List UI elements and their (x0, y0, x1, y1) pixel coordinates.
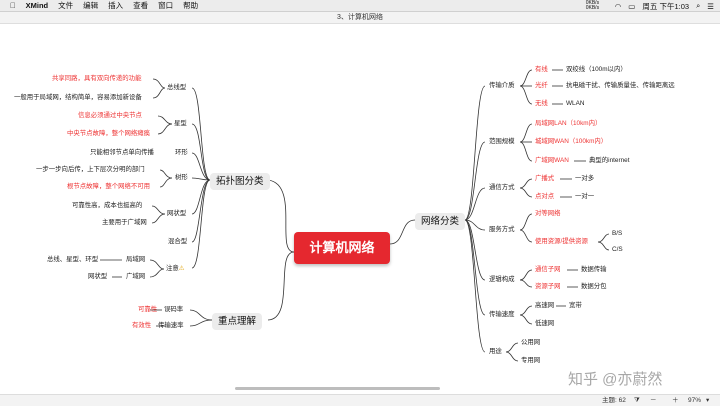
menubar:  XMind 文件 编辑 插入 查看 窗口 帮助 0KB/s 0KB/s ◠ … (0, 0, 720, 12)
menu-edit[interactable]: 编辑 (77, 0, 98, 10)
topic-network-classification[interactable]: 网络分类 (415, 213, 466, 230)
filter-icon[interactable]: ⧩ (634, 397, 640, 404)
horizontal-scrollbar[interactable] (235, 387, 440, 390)
zoom-out-icon[interactable]: － (650, 397, 657, 404)
leaf-tree-b[interactable]: 根节点故障，整个网络不可用 (67, 183, 151, 190)
leaf-high2[interactable]: 宽带 (569, 302, 582, 309)
leaf-mesh-b[interactable]: 主要用于广域网 (102, 219, 147, 226)
leaf-star-a[interactable]: 信息必须通过中央节点 (78, 112, 142, 119)
leaf-transfer-rate[interactable]: 传输速率 (158, 322, 184, 329)
leaf-note-a2[interactable]: 局域网 (126, 256, 146, 263)
subtopic-bus[interactable]: 总线型 (167, 84, 187, 91)
subtopic-service[interactable]: 服务方式 (489, 226, 515, 233)
subtopic-tree[interactable]: 树形 (175, 174, 188, 181)
zoom-in-icon[interactable]: ＋ (672, 397, 679, 404)
leaf-bs[interactable]: B/S (612, 230, 623, 237)
battery-icon[interactable]: ▭ (628, 1, 636, 11)
leaf-fiber2[interactable]: 抗电磁干扰、传输质量佳、传输距离远 (566, 82, 675, 89)
note-label: 注意 (166, 265, 179, 272)
leaf-ressub[interactable]: 资源子网 (535, 283, 561, 290)
subtopic-media[interactable]: 传输介质 (489, 82, 515, 89)
subtopic-use[interactable]: 用途 (489, 348, 502, 355)
menu-window[interactable]: 窗口 (152, 0, 173, 10)
connector-lines (100, 69, 610, 362)
leaf-high[interactable]: 高速网 (535, 302, 555, 309)
leaf-fiber[interactable]: 光纤 (535, 82, 548, 89)
subtopic-star[interactable]: 星型 (174, 120, 187, 127)
leaf-wired[interactable]: 有线 (535, 66, 548, 73)
leaf-wan2[interactable]: 典型的internet (589, 157, 630, 164)
leaf-star-b[interactable]: 中央节点故障，整个网络瘫痪 (67, 130, 151, 137)
leaf-commsub[interactable]: 通信子网 (535, 266, 561, 273)
leaf-note-a[interactable]: 总线、星型、环型 (47, 256, 99, 263)
topic-topology[interactable]: 拓扑图分类 (210, 173, 270, 190)
menu-list-icon[interactable]: ☰ (707, 1, 714, 11)
leaf-broadcast[interactable]: 广播式 (535, 175, 555, 182)
topic-count: 主题: 62 (602, 397, 626, 404)
leaf-lan[interactable]: 局域网LAN（10km内） (535, 120, 602, 127)
leaf-error-rate[interactable]: 误码率 (164, 306, 184, 313)
leaf-wan[interactable]: 广域网WAN (535, 157, 569, 164)
leaf-public[interactable]: 公用网 (521, 339, 541, 346)
zoom-dropdown-icon[interactable]: ▾ (706, 397, 710, 404)
menu-file[interactable]: 文件 (52, 0, 73, 10)
leaf-bus-a[interactable]: 共享同路，具有双向传递的功能 (52, 75, 142, 82)
topic-key-understanding[interactable]: 重点理解 (212, 313, 263, 330)
central-topic[interactable]: 计算机网络 (294, 232, 390, 264)
leaf-ressub2[interactable]: 数据分包 (581, 283, 607, 290)
apple-icon[interactable]:  (10, 0, 16, 12)
subtopic-ring[interactable]: 环形 (175, 149, 188, 156)
subtopic-note[interactable]: 注意⚠ (166, 265, 185, 273)
menu-view[interactable]: 查看 (127, 0, 148, 10)
leaf-broadcast2[interactable]: 一对多 (575, 175, 595, 182)
subtopic-logic[interactable]: 逻辑构成 (489, 276, 515, 283)
subtopic-mixed[interactable]: 混合型 (168, 238, 188, 245)
zoom-level[interactable]: 97% (688, 397, 702, 404)
leaf-reliability[interactable]: 可靠性 (138, 306, 158, 313)
leaf-private[interactable]: 专用网 (521, 357, 541, 364)
warning-icon: ⚠ (178, 265, 185, 272)
menu-help[interactable]: 帮助 (177, 0, 198, 10)
menu-insert[interactable]: 插入 (102, 0, 123, 10)
leaf-wireless[interactable]: 无线 (535, 100, 548, 107)
app-menu[interactable]: XMind (20, 0, 49, 10)
search-icon[interactable]: ⌕ (696, 1, 701, 10)
wifi-icon[interactable]: ◠ (614, 1, 622, 11)
leaf-p2p2[interactable]: 一对一 (575, 193, 595, 200)
subtopic-comm[interactable]: 通信方式 (489, 184, 515, 191)
leaf-tree-a[interactable]: 一步一步向后传，上下层次分明的部门 (36, 166, 145, 173)
subtopic-scope[interactable]: 范围规模 (489, 138, 515, 145)
net-speed: 0KB/s 0KB/s (585, 0, 600, 11)
leaf-cs2[interactable]: C/S (612, 246, 623, 253)
datetime[interactable]: 周五 下午1:03 (642, 1, 690, 11)
statusbar: 主题: 62 ⧩ － ＋ 97% ▾ (0, 394, 720, 406)
leaf-note-b2[interactable]: 广域网 (126, 273, 146, 280)
leaf-mesh-a[interactable]: 可靠性高，成本也挺高的 (72, 202, 143, 209)
window-title: 3、计算机网络 (0, 12, 720, 24)
leaf-p2p[interactable]: 点对点 (535, 193, 555, 200)
leaf-low[interactable]: 低速网 (535, 320, 555, 327)
subtopic-speed[interactable]: 传输速度 (489, 311, 515, 318)
leaf-cs[interactable]: 使用资源/提供资源 (535, 238, 588, 245)
leaf-validity[interactable]: 有效性 (132, 322, 152, 329)
leaf-wired2[interactable]: 双绞线（100m以内） (566, 66, 627, 73)
leaf-wireless2[interactable]: WLAN (566, 100, 585, 107)
leaf-man[interactable]: 城域网WAN（100km内） (535, 138, 608, 145)
subtopic-mesh[interactable]: 网状型 (167, 210, 187, 217)
mindmap-canvas[interactable]: 计算机网络 拓扑图分类 重点理解 网络分类 总线型 共享同路，具有双向传递的功能… (0, 24, 720, 394)
watermark: 知乎 @亦蔚然 (568, 371, 663, 388)
leaf-bus-b[interactable]: 一般用于局域网，结构简单，容易添加新设备 (14, 94, 142, 101)
leaf-note-b[interactable]: 网状型 (88, 273, 108, 280)
leaf-peer[interactable]: 对等网络 (535, 210, 561, 217)
leaf-commsub2[interactable]: 数据传输 (581, 266, 607, 273)
leaf-ring-a[interactable]: 只能相邻节点单向传播 (90, 149, 154, 156)
